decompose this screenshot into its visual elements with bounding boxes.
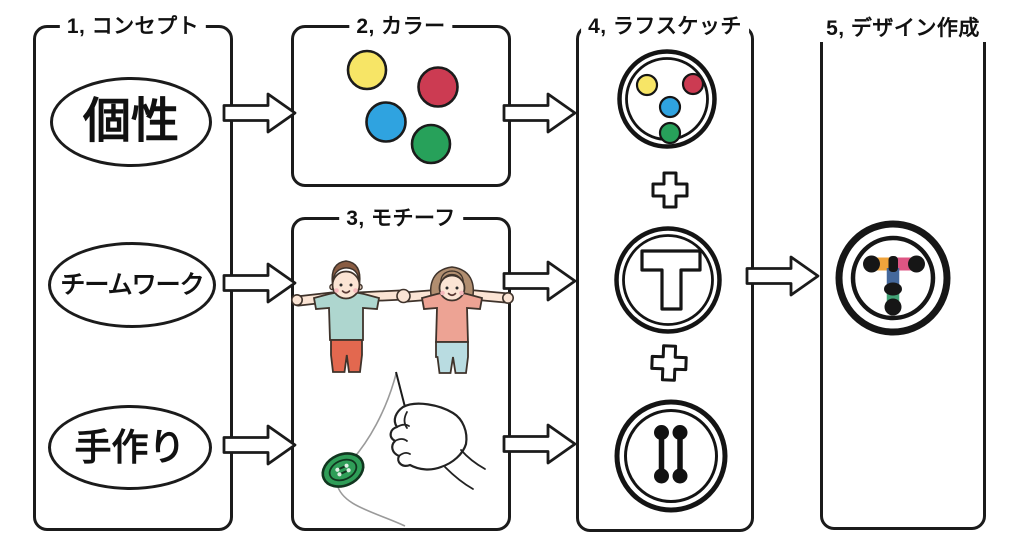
sewing-hand-illustration xyxy=(321,371,486,527)
concept-oval-teamwork-label: チームワーク xyxy=(60,270,204,299)
arrow-sketch-to-design-icon xyxy=(745,255,820,297)
panel-color-label: 2, カラー xyxy=(349,14,453,40)
boy-pants xyxy=(330,339,363,373)
palette-dot-green xyxy=(410,123,452,165)
arrow-motif-to-sketch-icon xyxy=(502,260,577,302)
girl-right-hand xyxy=(501,291,514,304)
hand-finger-lines xyxy=(394,411,486,490)
hand xyxy=(389,402,468,471)
panel-motif-label: 3, モチーフ xyxy=(339,206,463,232)
plus-icon xyxy=(650,344,688,382)
arrow-concept-to-color-icon xyxy=(222,92,297,134)
panel-concept-label: 1, コンセプト xyxy=(59,14,207,40)
concept-oval-handmade: 手作り xyxy=(48,405,212,490)
sketch-buttonhole-circle xyxy=(614,399,728,513)
buttonhole-threads xyxy=(654,425,688,484)
color-palette-dots xyxy=(346,49,459,165)
boy xyxy=(312,260,381,373)
thread-lower xyxy=(336,483,406,527)
boy-face xyxy=(331,270,361,300)
sketch-dot-blue xyxy=(658,95,682,119)
palette-dot-red xyxy=(417,66,459,108)
panel-design-creation-label: 5, デザイン作成 xyxy=(819,16,987,42)
logo-beads xyxy=(863,255,925,316)
kids-holding-hands-illustration xyxy=(290,260,514,374)
concept-oval-individuality-label: 個性 xyxy=(82,95,179,148)
final-logo xyxy=(835,220,951,336)
concept-oval-individuality: 個性 xyxy=(50,77,212,167)
girl-pants xyxy=(435,341,469,374)
girl-face xyxy=(438,274,466,302)
boy-left-hand xyxy=(290,293,303,306)
clasped-hands xyxy=(396,288,411,304)
flow-arrows xyxy=(222,92,820,466)
arrow-concept-to-motif-icon xyxy=(222,262,297,304)
plus-icon xyxy=(651,171,689,209)
needle xyxy=(395,371,407,412)
palette-dot-yellow xyxy=(346,49,388,91)
arrow-motif-to-sketch2-icon xyxy=(502,423,577,465)
girl xyxy=(420,266,484,374)
thread-upper xyxy=(351,373,397,461)
girl-fringe xyxy=(439,270,465,284)
sketch-dot-green xyxy=(658,121,682,145)
letter-t-outline xyxy=(640,249,702,311)
sketch-color-circle xyxy=(617,49,717,149)
boy-hair xyxy=(331,260,361,285)
panel-rough-sketch-label: 4, ラフスケッチ xyxy=(581,14,749,40)
concept-oval-teamwork: チームワーク xyxy=(48,242,216,328)
sketch-t-circle xyxy=(614,226,722,334)
arrow-concept-to-motif2-icon xyxy=(222,424,297,466)
arrow-color-to-sketch-icon xyxy=(502,92,577,134)
green-button xyxy=(321,452,365,488)
sketch-dot-yellow xyxy=(635,73,659,97)
sketch-dot-red xyxy=(681,72,705,96)
palette-dot-blue xyxy=(365,101,407,143)
concept-oval-handmade-label: 手作り xyxy=(74,427,186,468)
